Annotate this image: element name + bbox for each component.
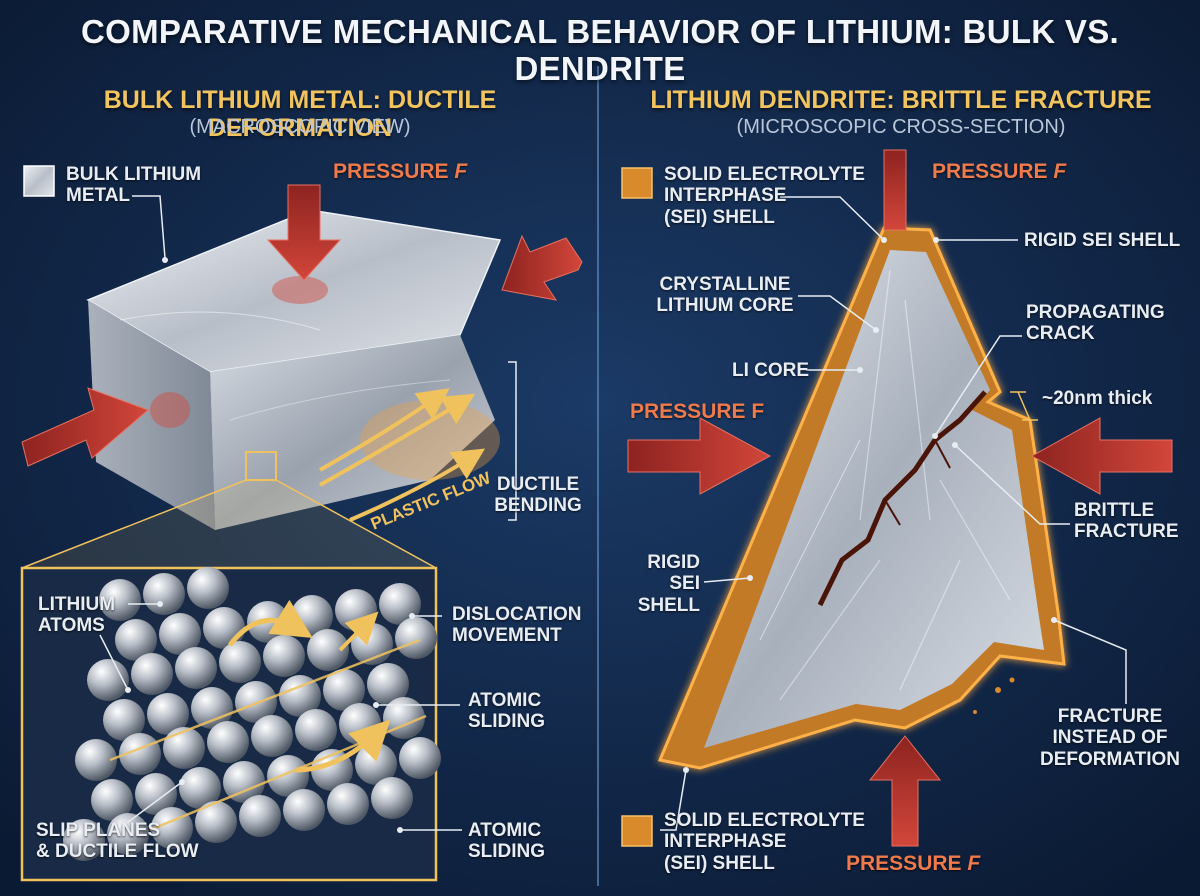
dislocation-arrow-3	[294, 719, 391, 773]
pressure-arrow-left	[21, 387, 149, 467]
lithium-atom	[103, 699, 145, 741]
lithium-atom	[239, 795, 281, 837]
lithium-atom	[367, 663, 409, 705]
crystalline-core	[704, 250, 1044, 748]
lithium-atom	[399, 737, 441, 779]
zoom-source-box	[245, 451, 277, 481]
atomic-sliding-label-2: Atomic Sliding	[468, 820, 546, 863]
pressure-arrow-top	[266, 184, 342, 281]
lithium-atom	[323, 669, 365, 711]
lithium-atom	[163, 727, 205, 769]
block-top-face	[86, 209, 502, 373]
dislocation-arrow-2	[338, 611, 379, 652]
pressure-label-left-right: Pressure F	[630, 400, 765, 423]
slip-planes-label: Slip Planes & Ductile Flow	[36, 820, 199, 863]
lithium-atom	[179, 767, 221, 809]
lithium-atom	[115, 619, 157, 661]
fracture-instead-label: Fracture Instead of Deformation	[1039, 706, 1181, 770]
pressure-label-bottom-right: Pressure F	[846, 852, 981, 875]
right-panel-heading: Lithium Dendrite: Brittle Fracture	[650, 86, 1152, 114]
propagating-crack-label: Propagating Crack	[1026, 302, 1165, 345]
lithium-atom	[147, 693, 189, 735]
pressure-arrow-right	[501, 234, 583, 301]
lithium-atoms-label: Lithium Atoms	[38, 594, 116, 637]
lithium-atom	[283, 789, 325, 831]
bracket-ductile-bending	[508, 361, 517, 521]
zoom-projection	[22, 480, 436, 568]
block-front-face	[88, 300, 215, 530]
lithium-atom	[75, 739, 117, 781]
lithium-atom	[87, 659, 129, 701]
sei-swatch-bottom	[621, 815, 653, 847]
pressure-label-left: Pressure F	[333, 160, 468, 183]
lithium-atom	[63, 819, 105, 861]
block-glow	[360, 400, 500, 480]
lithium-atom	[279, 675, 321, 717]
bulk-metal-label: Bulk Lithium Metal	[66, 164, 202, 207]
bulk-metal-swatch	[23, 165, 55, 197]
page-title: Comparative Mechanical Behavior of Lithi…	[81, 13, 1119, 87]
lithium-atom	[187, 567, 229, 609]
lithium-atom	[327, 783, 369, 825]
rigid-sei-shell-left-label: Rigid SEI Shell	[637, 552, 700, 616]
lithium-atom	[223, 761, 265, 803]
lithium-atom	[371, 777, 413, 819]
pressure-label-top-right: Pressure F	[932, 160, 1067, 183]
plastic-flow-arrow-2	[319, 393, 476, 487]
core-striations	[759, 269, 1011, 701]
lithium-atom	[159, 613, 201, 655]
lithium-atom	[235, 681, 277, 723]
lithium-atom	[107, 813, 149, 855]
lithium-atom	[191, 687, 233, 729]
li-core-label: Li Core	[732, 360, 810, 381]
lithium-atom	[307, 629, 349, 671]
propagating-crack	[817, 390, 987, 607]
lithium-atom	[219, 641, 261, 683]
lithium-atom	[251, 715, 293, 757]
ductile-bending-label: Ductile Bending	[494, 474, 582, 517]
atom-lattice	[63, 567, 441, 861]
lithium-atom	[99, 579, 141, 621]
lithium-atom	[395, 617, 437, 659]
brittle-fracture-label: Brittle Fracture	[1074, 500, 1179, 543]
lithium-atom	[195, 801, 237, 843]
lithium-atom	[175, 647, 217, 689]
left-panel-subheading: (Macroscopic View)	[189, 116, 411, 138]
lithium-atom	[135, 773, 177, 815]
lithium-atom	[267, 755, 309, 797]
leader-bulk-metal	[132, 195, 166, 259]
slip-plane-1	[109, 638, 421, 762]
pressure-spot-top	[272, 276, 328, 304]
left-panel-heading: Bulk Lithium Metal: Ductile Deformation	[103, 86, 497, 142]
lithium-atom	[131, 653, 173, 695]
lithium-atom	[207, 721, 249, 763]
lithium-atom	[295, 709, 337, 751]
dislocation-movement-label: Dislocation Movement	[452, 604, 582, 647]
crystalline-core-label: Crystalline Lithium Core	[656, 274, 794, 317]
right-panel-subheading: (Microscopic Cross-Section)	[736, 116, 1066, 138]
pressure-spot-left	[150, 392, 190, 428]
sei-swatch-top	[621, 167, 653, 199]
bulk-lithium-block	[86, 209, 502, 530]
lithium-atom	[143, 573, 185, 615]
rigid-sei-shell-top-label: Rigid SEI Shell	[1024, 230, 1181, 251]
plastic-flow-arrow-3	[349, 448, 486, 522]
pressure-arrow-left-right	[627, 417, 772, 495]
lithium-atom	[339, 703, 381, 745]
dislocation-arrow-1	[228, 599, 313, 647]
thickness-label: ~20nm thick	[1042, 388, 1153, 409]
lithium-atom	[91, 779, 133, 821]
plastic-flow-arrow-1	[319, 388, 450, 472]
sei-legend-bottom-label: Solid Electrolyte Interphase (SEI) Shell	[664, 810, 865, 874]
pressure-arrow-right-right	[1030, 417, 1173, 495]
pressure-arrow-top-right-shaft	[883, 149, 907, 231]
fragment	[995, 687, 1001, 693]
block-side-face	[210, 335, 495, 530]
atomic-sliding-label-1: Atomic Sliding	[468, 690, 546, 733]
sei-legend-top-label: Solid Electrolyte Interphase (SEI) Shell	[664, 164, 865, 228]
pressure-arrow-bottom-right	[868, 735, 942, 847]
lithium-atom	[263, 635, 305, 677]
